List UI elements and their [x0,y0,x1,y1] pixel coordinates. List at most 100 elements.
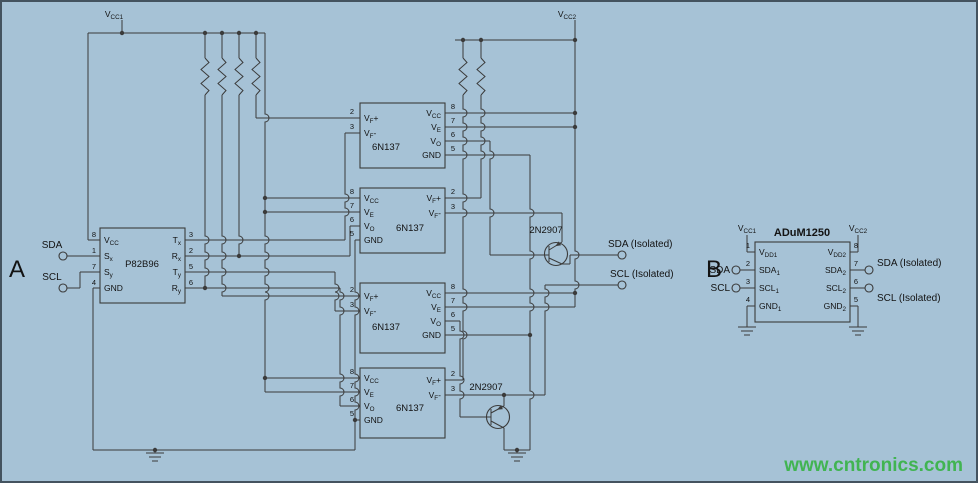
pin-number: 5 [451,144,455,153]
pin-label: GND [422,330,441,340]
vcc1-label: VCC1 [105,9,124,21]
pin-number: 2 [350,285,354,294]
scl-terminal [58,283,68,293]
pin-number: 5 [350,229,354,238]
scl-isolated-label: SCL (Isolated) [610,269,674,280]
sda-isolated-terminal [617,250,627,260]
pin-number: 3 [350,300,354,309]
pin-label: VF+ [427,375,442,387]
pin-label: Tx [173,235,182,247]
sda-label-b: SDA [709,265,730,276]
circuit-a: VCC1 VCC2 SDA SCL SDA (Isolated) SCL (Is… [9,9,674,462]
section-a-label: A [9,256,25,283]
pin-label: VF+ [364,113,379,125]
vcc2-label: VCC2 [558,9,577,21]
adum1250-name: ADuM1250 [774,227,830,239]
pin-number: 3 [451,202,455,211]
wires-horizontal-right [445,39,618,451]
vcc1-label-b: VCC1 [738,223,757,235]
scl-isolated-terminal-b [864,283,874,293]
pin-number: 6 [350,395,354,404]
pin-label: Sx [104,251,114,263]
transistor-q2 [485,404,511,430]
pin-number: 6 [350,215,354,224]
pin-number: 2 [451,369,455,378]
pin-label: VF- [429,208,442,220]
p82b96-chip [99,227,186,304]
q1-label: 2N2907 [529,225,562,236]
pin-number: 8 [451,282,455,291]
pin-number: 7 [92,262,96,271]
pin-label: VF- [364,128,377,140]
pin-number: 7 [350,381,354,390]
optocoupler-1 [359,102,446,169]
pin-label: VF- [364,306,377,318]
optocoupler-2 [359,187,446,254]
pin-label: VCC [426,108,441,120]
opto4-name: 6N137 [396,403,424,414]
watermark: www.cntronics.com [783,455,963,476]
pin-number: 3 [746,277,750,286]
pin-label: VCC [364,193,379,205]
pin-label: VO [364,401,375,413]
pin-label: VE [431,122,441,134]
pin-number: 2 [189,246,193,255]
pin-label: SDA2 [825,265,846,277]
opto3-name: 6N137 [372,322,400,333]
pin-number: 2 [451,187,455,196]
vcc2-label-b: VCC2 [849,223,868,235]
pnp-emitter-arrow [555,241,562,247]
pin-number: 2 [746,259,750,268]
pin-label: Sy [104,267,114,279]
pin-number: 4 [746,295,750,304]
pin-label: SDA1 [759,265,780,277]
scl-isolated-label-b: SCL (Isolated) [877,293,941,304]
pin-number: 7 [451,116,455,125]
pin-number: 3 [451,384,455,393]
pin-label: GND [364,235,383,245]
optocoupler-3 [359,282,446,354]
adum1250-chip [754,241,851,323]
pin-number: 7 [350,201,354,210]
pin-number: 2 [350,107,354,116]
sda-isolated-terminal-b [864,265,874,275]
wires-vertical [79,20,580,453]
pin-number: 6 [451,130,455,139]
io-terminals [58,250,627,293]
pin-number: 8 [92,230,96,239]
pin-label: SCL1 [759,283,780,295]
pin-number: 1 [746,241,750,250]
pin-label: GND2 [824,301,847,313]
pin-label: VDD2 [828,247,847,259]
pin-label: VCC [364,373,379,385]
pin-label: VCC [426,288,441,300]
pin-number: 5 [350,409,354,418]
pin-label: GND [422,150,441,160]
pin-label: VO [364,221,375,233]
pin-label: VE [364,387,374,399]
sda-label: SDA [42,240,63,251]
pin-number: 5 [451,324,455,333]
opto1-name: 6N137 [372,142,400,153]
pin-label: SCL2 [826,283,847,295]
wires-b [740,235,865,327]
pin-label: VE [431,302,441,314]
optocoupler-4 [359,367,446,439]
pin-number: 6 [854,277,858,286]
pin-number: 8 [350,187,354,196]
section-b-label: B [706,256,722,283]
pin-label: VE [364,207,374,219]
pnp-emitter-arrow [497,405,503,410]
pin-number: 3 [189,230,193,239]
pin-number: 5 [854,295,858,304]
sda-isolated-label-b: SDA (Isolated) [877,258,941,269]
pin-number: 1 [92,246,96,255]
pin-label: VO [430,136,441,148]
pin-label: VCC [104,235,119,247]
pin-number: 6 [189,278,193,287]
pin-label: GND [104,283,123,293]
wires-horizontal-left [67,32,360,451]
pin-number: 8 [451,102,455,111]
